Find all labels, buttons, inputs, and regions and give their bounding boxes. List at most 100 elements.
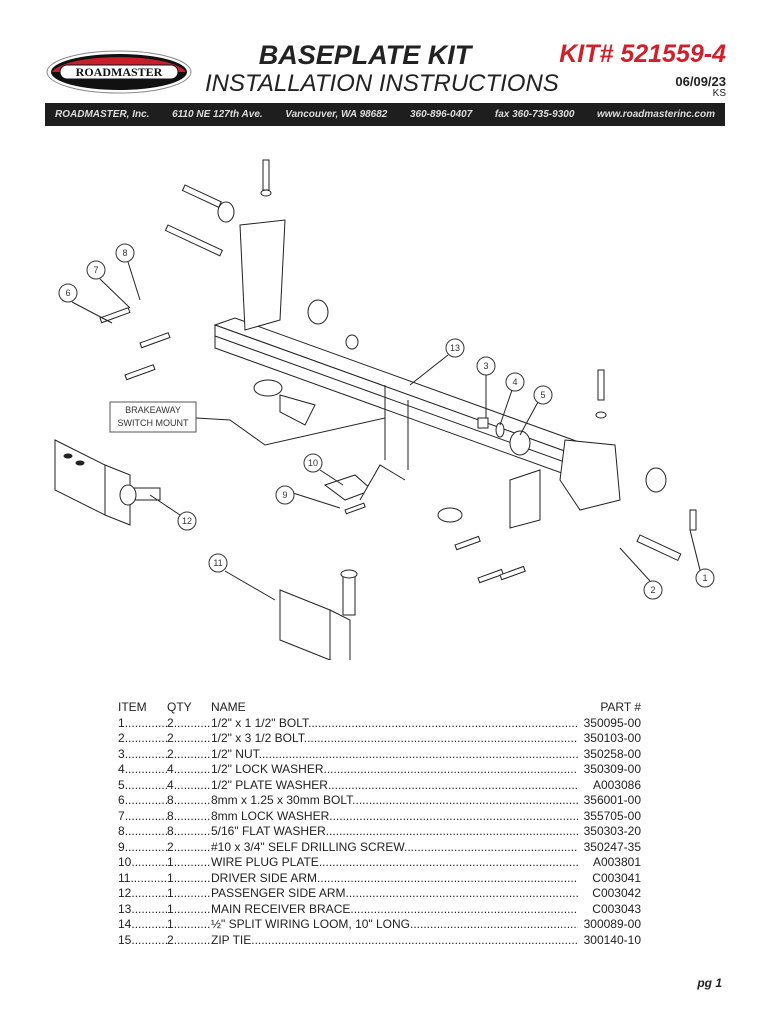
quantity: 2 [167,747,211,763]
part-name: 5/16" FLAT WASHER [211,824,578,840]
quantity: 4 [167,778,211,794]
item-number: 6 [118,793,167,809]
address: 6110 NE 127th Ave. [172,109,263,120]
part-name: ½" SPLIT WIRING LOOM, 10" LONG [211,917,578,933]
website: www.roadmasterinc.com [597,109,715,120]
part-number: 300140-10 [578,933,641,949]
part-name: 1/2" PLATE WASHER [211,778,578,794]
callout-number: 5 [540,390,545,400]
quantity-text: 1 [167,917,174,931]
item-number-text: 9 [118,839,125,854]
part-number: 350309-00 [578,762,641,778]
part-name-text: 5/16" FLAT WASHER [211,824,326,838]
item-number: 8 [118,824,167,840]
item-number-text: 3 [118,746,125,761]
callout-circle [86,260,106,280]
part-number: C003042 [578,886,641,902]
quantity: 4 [167,762,211,778]
part-number: 300089-00 [578,917,641,933]
part-name: DRIVER SIDE ARM [211,871,578,887]
header-qty: QTY [167,700,192,714]
part-name-text: ½" SPLIT WIRING LOOM, 10" LONG [211,917,411,931]
item-number: 4 [118,762,167,778]
item-number-text: 4 [118,762,125,776]
table-row: 688mm x 1.25 x 30mm BOLT356001-00 [118,793,641,809]
callout-circle [445,338,465,358]
revision-date: 06/09/23 [675,74,726,89]
quantity-text: 8 [167,824,174,838]
callout-9: 9 [275,485,295,505]
part-number-text: 355705-00 [583,808,641,823]
callout-number: 4 [512,377,517,387]
quantity-text: 1 [167,870,174,885]
item-number-text: 8 [118,824,125,838]
part-number: 350103-00 [578,731,641,747]
item-number-text: 15 [118,932,132,947]
callout-3: 3 [476,356,496,376]
roadmaster-logo: ROADMASTER [46,50,192,94]
part-name-text: 1/2" x 1 1/2" BOLT [211,715,309,730]
quantity: 1 [167,902,211,918]
part-number-text: C003041 [592,870,641,885]
item-number: 15 [118,933,167,949]
part-name-text: PASSENGER SIDE ARM [211,886,346,900]
parts-table: ITEM QTY NAME PART # 121/2" x 1 1/2" BOL… [118,700,641,948]
quantity: 1 [167,886,211,902]
part-number-text: 356001-00 [583,793,641,807]
quantity: 1 [167,855,211,871]
part-number-text: A003086 [592,777,641,792]
table-row: 121PASSENGER SIDE ARMC003042 [118,886,641,902]
author-initials: KS [712,88,726,99]
part-name-text: WIRE PLUG PLATE [211,855,319,869]
quantity-text: 1 [167,901,174,916]
callout-number: 2 [650,585,655,595]
part-number-text: 300089-00 [583,917,641,931]
quantity-text: 2 [167,731,174,745]
callout-circle [695,568,715,588]
callout-4: 4 [505,372,525,392]
part-number-text: 350303-20 [583,824,641,838]
city: Vancouver, WA 98682 [285,109,388,120]
callout-number: 7 [93,265,98,275]
quantity-text: 1 [167,855,174,869]
part-number: 350258-00 [578,747,641,763]
callout-circle [177,511,197,531]
part-name: 1/2" x 1 1/2" BOLT [211,716,578,732]
item-number-text: 11 [118,870,131,885]
driver-side-arm [279,569,358,660]
item-number: 11 [118,871,167,887]
callout-11: 11 [208,553,228,573]
callout-number: 6 [65,288,70,298]
item-number: 7 [118,809,167,825]
callout-circle [58,283,78,303]
table-row: 8 8 5/16" FLAT WASHER 350303-20 [118,824,641,840]
part-number-text: 350103-00 [583,731,641,745]
hardware-fasteners [99,159,697,584]
part-name: PASSENGER SIDE ARM [211,886,578,902]
fax: fax 360-735-9300 [494,109,575,120]
part-number: A003801 [578,855,641,871]
callout-1: 1 [695,568,715,588]
part-number-text: 300140-10 [583,932,641,947]
page-subtitle: INSTALLATION INSTRUCTIONS [205,70,559,97]
part-number: C003041 [578,871,641,887]
callout-number: 13 [450,343,460,353]
part-number-text: A003801 [592,855,641,869]
part-name: ZIP TIE [211,933,578,949]
item-number-text: 7 [118,808,125,823]
table-row: 541/2" PLATE WASHERA003086 [118,778,641,794]
part-name: 8mm LOCK WASHER [211,809,578,825]
item-number-text: 6 [118,793,125,807]
brakeaway-label-line1: BRAKEAWAY [125,405,181,415]
header-item: ITEM [118,700,147,714]
item-number: 9 [118,840,167,856]
part-number: C003043 [578,902,641,918]
part-name: 8mm x 1.25 x 30mm BOLT [211,793,578,809]
quantity-text: 2 [167,839,174,854]
quantity: 1 [167,871,211,887]
table-row: 221/2" x 3 1/2 BOLT350103-00 [118,731,641,747]
brakeaway-label: BRAKEAWAY SWITCH MOUNT [109,401,197,433]
brakeaway-label-line2: SWITCH MOUNT [118,418,189,428]
